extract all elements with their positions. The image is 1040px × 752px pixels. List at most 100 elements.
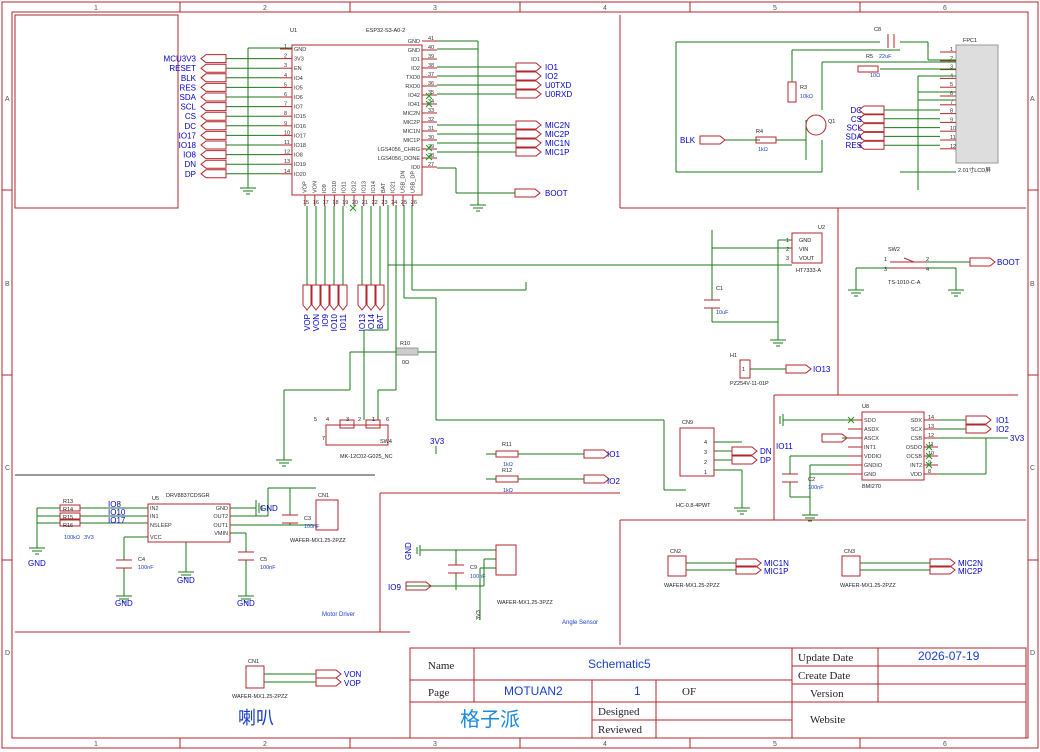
tb-version-label: Version (810, 688, 844, 700)
mcu-right-pin: GND (408, 39, 420, 45)
cn2-ref: CN2 (670, 549, 681, 555)
mcu-boot-flag (514, 188, 541, 198)
mcu-left-pin-en: EN (294, 66, 302, 72)
drv-net-io10: IO10 (108, 508, 126, 517)
mcu-left-cs-flag (200, 111, 227, 121)
cn9-part: HC-0.8-4PWT (676, 503, 711, 509)
mcu-left-net-dp: DP (185, 170, 196, 179)
sw2-num-3: 3 (884, 267, 887, 273)
r11-r12: 3V3 R11 1kΩ R12 1kΩ IO1 IO2 (430, 437, 620, 494)
bmi-right-num: 8 (928, 469, 931, 475)
mcu-left-pin-io8: IO8 (294, 153, 303, 159)
lcd-r5-val: 22uF (879, 54, 892, 60)
mcu-right-pin: MIC1N (403, 129, 420, 135)
drv-r15: R15 (63, 515, 73, 521)
bmi-right-pin-osdo: OSDO (906, 445, 923, 451)
lcd-r3-val: 10kΩ (800, 94, 813, 100)
sw2-wires (855, 261, 970, 290)
mcu-left-pin-io17: IO17 (294, 133, 306, 139)
cn3-ref: CN3 (844, 549, 855, 555)
tb-name-value: Schematic5 (588, 657, 651, 671)
mcu-left-dp-flag (200, 169, 227, 179)
mcu-right-pin: GND (408, 48, 420, 54)
mcu-left-pin-gnd: GND (294, 47, 306, 53)
ldo-c1-ref: C1 (716, 286, 723, 292)
mcu-bottom-pin: IO11 (342, 181, 348, 193)
drv-left-pin-in2: IN2 (150, 506, 159, 512)
bmi-left-pin-ascx: ASCX (864, 436, 879, 442)
drv-r13: R13 (63, 499, 73, 505)
drv-c3: C3 (304, 516, 311, 522)
drv-connector: CN1 WAFER-MX1.25-2PZZ (290, 493, 346, 544)
lcd-fpc1: FPC1 2.01寸LCD屏 (955, 38, 999, 174)
bmi-right-pin-int2: INT2 (910, 463, 922, 469)
brand-label: 格子派 (460, 707, 520, 731)
sw4-part: MK-12C02-G025_NC (340, 454, 393, 460)
lcd-sda-flag (858, 131, 885, 141)
drv-left-pin-vcc: VCC (150, 535, 162, 541)
sw2-boot-flag: BOOT (969, 257, 1020, 267)
r10: R10 0Ω (395, 341, 419, 366)
mcu-bottom-num: 16 (313, 200, 319, 206)
title-block: Name Schematic5 Page MOTUAN2 1 OF Design… (409, 647, 1027, 739)
drv-gnd-labels: GND GND GND GND GND Motor Driver (28, 504, 355, 618)
drv-gnd-3: GND (177, 576, 195, 585)
mcu-left-pin-3v3: 3V3 (294, 57, 304, 63)
bmi-left-pin-gnd: GND (864, 472, 876, 478)
bmi-right-pins: SDX14SCX13CSB12OSDO11OCSB10INT29VDD8 (906, 415, 938, 478)
lcd-c8: C8 (874, 27, 881, 33)
drv-gnd-1: GND (28, 559, 46, 568)
bmi-left-pin-asdx: ASDX (864, 427, 879, 433)
mcu-left-blk-flag (200, 73, 227, 83)
mcu-ref: U1 (290, 28, 297, 34)
lcd-pin-num: 12 (950, 144, 956, 150)
gnd-symbol-mcu-left (240, 47, 292, 195)
mcu-left-num: 4 (284, 73, 287, 79)
mcu-right-pin: IO42 (408, 93, 420, 99)
tb-page-label: Page (428, 687, 450, 699)
mcu-left-pin-io6: IO6 (294, 95, 303, 101)
speaker-block: CN1 WAFER-MX1.25-2PZZ VON VOP 喇叭 (232, 659, 362, 729)
ldo-part: HT7333-A (796, 268, 821, 274)
lcd-q1: Q1 (828, 119, 835, 125)
cn2-net-2: MIC1P (764, 567, 788, 576)
bmi-right-num: 13 (928, 424, 934, 430)
cn2: CN2 WAFER-MX1.25-2PZZ MIC1N MIC1P (664, 549, 789, 589)
mcu-left-net-res: RES (180, 83, 196, 92)
ldo-c1: C1 10uF (704, 286, 729, 316)
mcu-right-net-mic2p: MIC2P (545, 130, 569, 139)
lcd-net-sda: SDA (846, 132, 863, 141)
lcd-pin-num: 8 (950, 109, 953, 115)
mcu-bottom-num: 20 (352, 200, 358, 206)
lcd-pin-num: 10 (950, 126, 956, 132)
cn9-num-2: 2 (704, 460, 707, 466)
mcu-left-num: 6 (284, 92, 287, 98)
mcu-bottom-num: 26 (411, 200, 417, 206)
mcu-bottom-pin: IO13 (361, 181, 367, 193)
mcu-bottom-pin: USB_DP (410, 171, 416, 193)
mcu-left-net-mcu3v3: MCU3V3 (164, 55, 197, 64)
mcu-left-pin-io7: IO7 (294, 105, 303, 111)
mcu-bottom-flag (320, 284, 330, 311)
cn9-num-1: 1 (704, 470, 707, 476)
tb-designed-label: Designed (598, 706, 640, 718)
bmi-wires (789, 419, 1008, 515)
mcu-left-io18-flag (200, 140, 227, 150)
zone-top-5: 5 (773, 5, 777, 12)
drv-part: DRV8837CDSGR (166, 493, 210, 499)
mcu-right-num: 29 (428, 144, 434, 150)
r12-val: 1kΩ (503, 488, 513, 494)
mcu-bottom-net-io9: IO9 (321, 313, 330, 326)
gnd-symbol-sw2 (848, 289, 964, 297)
drv-c3-val: 100nF (304, 524, 320, 530)
mcu-bottom-num: 19 (342, 200, 348, 206)
sw4-ref: SW4 (380, 439, 392, 445)
sw4: SW4 MK-12C02-G025_NC 5 4 3 2 1 6 7 (314, 417, 393, 460)
ldo-c1-val: 10uF (716, 310, 729, 316)
